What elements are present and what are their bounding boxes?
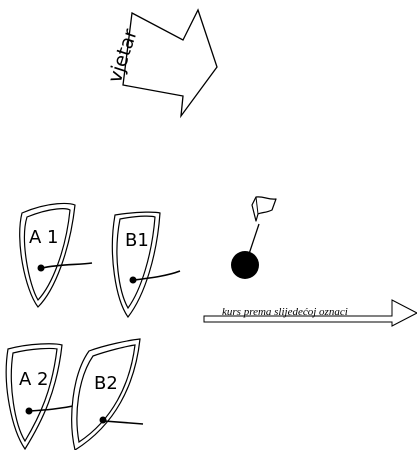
- boat-a1: [19, 202, 93, 308]
- course-arrow: [203, 299, 417, 327]
- boat-a2-position-dot: [25, 407, 33, 415]
- mark-ball: [231, 251, 259, 279]
- boat-b1-label: B1: [125, 230, 149, 251]
- boat-a2: [5, 343, 79, 451]
- mark-flag: [251, 196, 277, 222]
- mark-buoy: [231, 196, 277, 279]
- boat-b2: [71, 338, 144, 451]
- boat-b1: [111, 211, 181, 319]
- boat-a1-position-dot: [37, 264, 45, 272]
- boat-b2-position-dot: [99, 416, 107, 424]
- boat-a1-label: A 1: [29, 227, 59, 248]
- course-label: kurs prema slijedećoj oznaci: [222, 306, 348, 318]
- boat-a2-label: A 2: [19, 369, 49, 390]
- wind-arrow: [122, 8, 218, 119]
- boat-b1-position-dot: [129, 276, 137, 284]
- boat-b2-label: B2: [94, 373, 118, 394]
